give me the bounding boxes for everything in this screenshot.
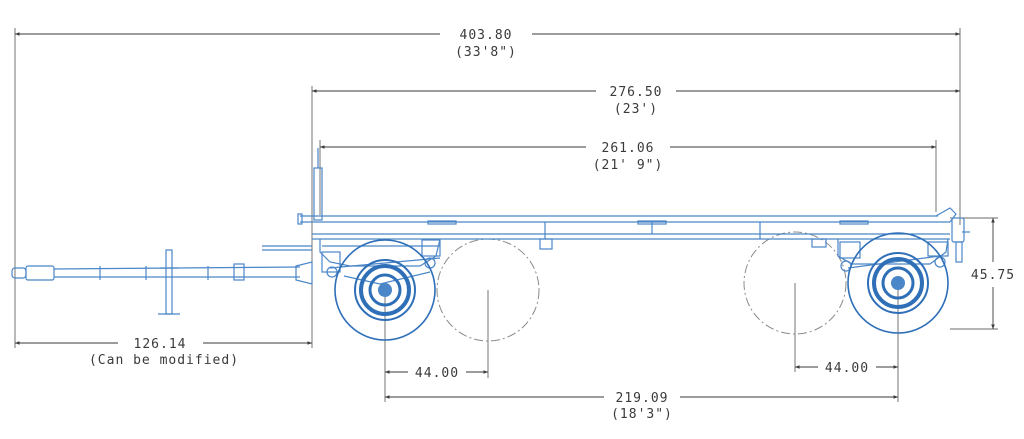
tongue-assembly <box>11 245 313 315</box>
headboard-post <box>313 167 323 221</box>
dimension-lines <box>15 32 995 399</box>
rear-axle-assembly <box>837 238 949 272</box>
height-value: 45.75 <box>971 268 1015 283</box>
rear-adjust-value: 44.00 <box>825 361 869 376</box>
phantom-wheels <box>436 231 847 342</box>
phantom-rear-wheel <box>743 231 847 335</box>
overall-length-note: (33'8") <box>455 45 517 60</box>
tongue-length-value: 126.14 <box>134 337 187 352</box>
tongue-length-note: (Can be modified) <box>89 353 239 368</box>
rear-wheel <box>847 232 949 334</box>
wheelbase-note: (18'3") <box>611 407 673 422</box>
front-wheel <box>334 239 436 341</box>
bed-length-value: 276.50 <box>610 85 663 100</box>
bed-length-note: (23') <box>614 102 658 117</box>
wheelbase-value: 219.09 <box>616 391 669 406</box>
trailer-bed <box>297 148 970 263</box>
jack-stand <box>165 249 173 315</box>
overall-length-value: 403.80 <box>460 28 513 43</box>
deck-length-note: (21' 9") <box>593 158 664 173</box>
hitch-eye <box>11 267 27 279</box>
front-adjust-value: 44.00 <box>415 366 459 381</box>
deck-length-value: 261.06 <box>602 141 655 156</box>
dimension-labels: 403.80 (33'8") 276.50 (23') 261.06 (21' … <box>89 28 1015 422</box>
front-axle-assembly <box>319 238 441 285</box>
